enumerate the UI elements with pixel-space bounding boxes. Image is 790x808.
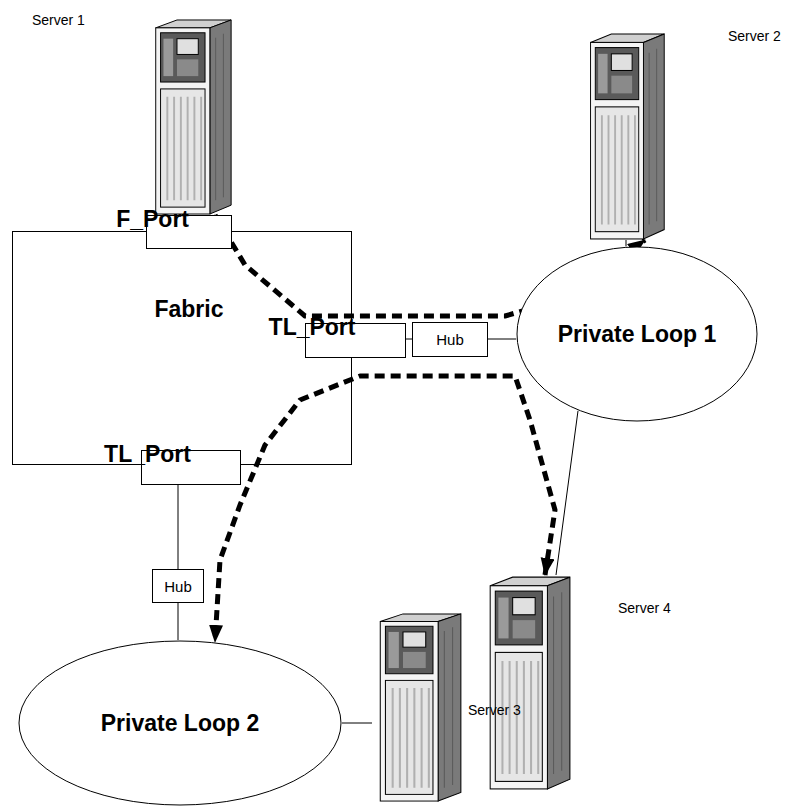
link-line xyxy=(488,339,516,340)
port-box: TL_Port xyxy=(305,323,406,358)
loop-ellipse: Private Loop 1 xyxy=(516,246,758,422)
server-icon: Server 1 xyxy=(148,18,235,215)
data-path-arrow xyxy=(215,376,555,642)
server-label: Server 2 xyxy=(728,28,781,44)
server-icon: Server 4 xyxy=(482,575,574,790)
server-illustration xyxy=(583,32,668,240)
port-label: TL_Port xyxy=(104,441,191,468)
port-label: Hub xyxy=(164,578,192,595)
server-illustration xyxy=(372,612,465,802)
server-icon: Server 3 xyxy=(372,612,465,802)
link-line xyxy=(178,485,179,569)
server-icon: Server 2 xyxy=(583,32,668,240)
loop-ellipse: Private Loop 2 xyxy=(18,640,342,806)
link-line xyxy=(626,240,627,246)
port-box: Hub xyxy=(412,322,488,357)
loop-label: Private Loop 2 xyxy=(101,710,259,737)
server-illustration xyxy=(482,575,574,790)
port-label: Hub xyxy=(436,331,464,348)
link-line xyxy=(556,411,578,575)
fabric-region: FabricF_PortTL_PortTL_Port xyxy=(12,231,352,465)
port-label: F_Port xyxy=(116,205,189,232)
loop-label: Private Loop 1 xyxy=(558,321,716,348)
server-illustration xyxy=(148,18,235,215)
fabric-label: Fabric xyxy=(154,296,223,323)
server-label: Server 3 xyxy=(468,702,521,718)
server-label: Server 1 xyxy=(32,12,85,28)
port-box: F_Port xyxy=(146,215,233,249)
port-box: Hub xyxy=(152,569,204,603)
port-label: TL_Port xyxy=(269,314,356,341)
link-line xyxy=(178,603,179,640)
port-box: TL_Port xyxy=(141,450,242,485)
server-label: Server 4 xyxy=(618,600,671,616)
link-line xyxy=(342,723,372,724)
